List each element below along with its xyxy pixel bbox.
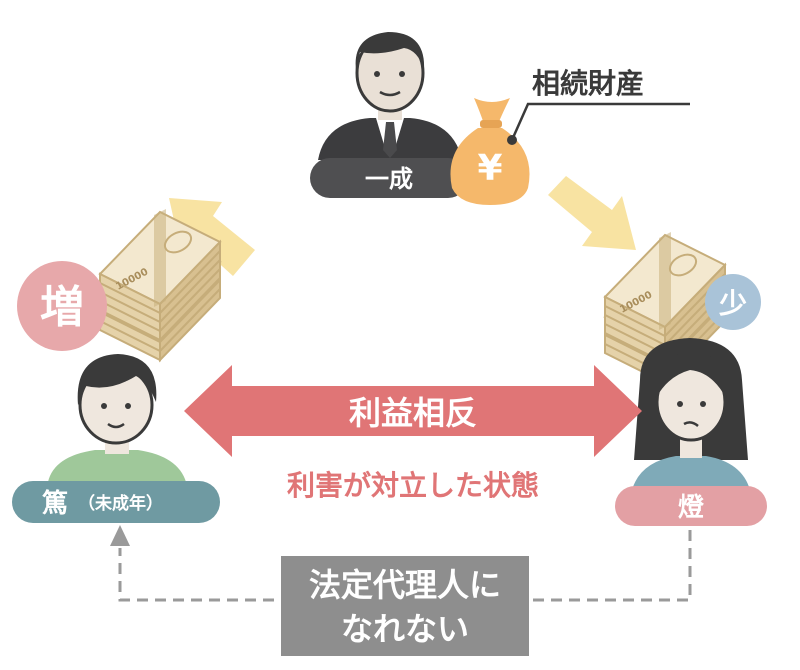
guardian-box xyxy=(281,556,529,656)
child-right-name: 燈 xyxy=(678,493,704,523)
child-left-note: （未成年） xyxy=(78,493,163,514)
child-left-name-badge xyxy=(12,481,220,523)
child-right-name-badge xyxy=(615,486,767,526)
conflict-double-arrow xyxy=(184,365,642,457)
increase-badge-circle xyxy=(17,261,107,351)
increase-badge: 増 xyxy=(40,282,84,333)
decrease-badge: 少 xyxy=(719,287,747,320)
child-left-figure xyxy=(48,354,186,482)
inheritance-arrow-right xyxy=(548,176,636,250)
child-left-name: 篤 xyxy=(42,488,68,519)
estate-label: 相続財産 xyxy=(532,67,644,100)
money-stack-left: 10000 xyxy=(99,208,221,361)
money-bag-icon: ¥ xyxy=(450,98,530,205)
decrease-badge-circle xyxy=(705,274,761,330)
money-stack-right: 10000 xyxy=(604,231,726,384)
conflict-caption: 利害が対立した状態 xyxy=(287,469,539,502)
parent-name-badge xyxy=(310,158,468,198)
parent-figure xyxy=(318,32,462,160)
guardian-arrowhead xyxy=(110,525,130,546)
estate-pointer-line xyxy=(510,102,690,141)
yen-symbol: ¥ xyxy=(477,148,502,189)
child-right-figure xyxy=(632,338,750,490)
guardian-dashed-line xyxy=(118,530,692,602)
conflict-title: 利益相反 xyxy=(349,394,477,432)
guardian-line2: なれない xyxy=(341,610,469,648)
parent-name: 一成 xyxy=(365,165,413,193)
guardian-line1: 法定代理人に xyxy=(309,566,501,604)
